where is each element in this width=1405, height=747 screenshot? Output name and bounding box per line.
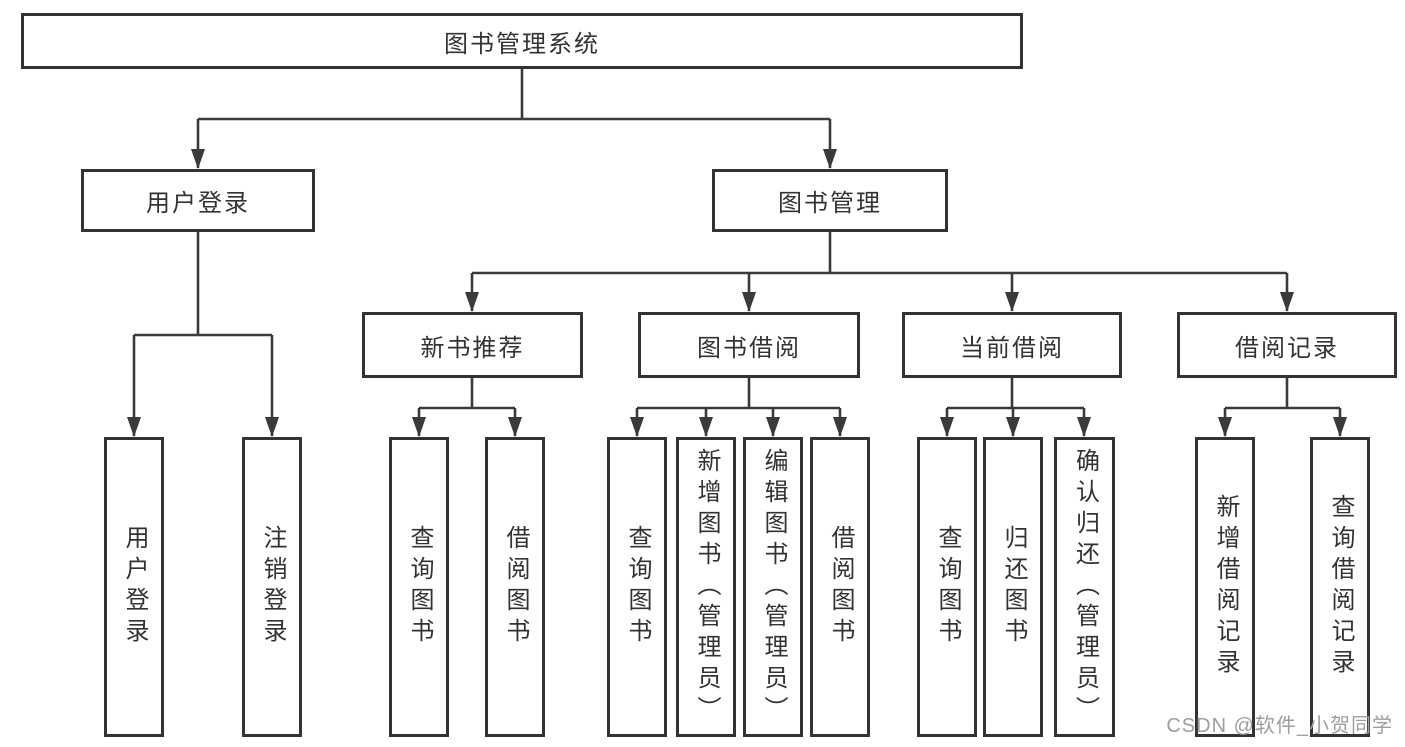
leaf-logout: 注销登录	[242, 437, 302, 737]
leaf-query-books-recommend: 查询图书	[389, 437, 449, 737]
leaf-edit-books-admin: 编辑图书（管理员）	[743, 437, 803, 737]
leaf-query-borrow-record: 查询借阅记录	[1310, 437, 1370, 737]
leaf-borrow-books-recommend: 借阅图书	[485, 437, 545, 737]
node-book-borrowing: 图书借阅	[638, 312, 860, 378]
leaf-add-books-admin: 新增图书（管理员）	[676, 437, 736, 737]
csdn-watermark: CSDN @软件_小贺同学	[1166, 715, 1393, 737]
leaf-confirm-return-admin: 确认归还（管理员）	[1054, 437, 1115, 737]
leaf-add-borrow-record: 新增借阅记录	[1195, 437, 1255, 737]
leaf-query-books-borrowing: 查询图书	[607, 437, 667, 737]
leaf-user-login: 用户登录	[104, 437, 164, 737]
node-new-book-recommend: 新书推荐	[362, 312, 583, 378]
node-root-library-management-system: 图书管理系统	[21, 13, 1023, 69]
leaf-query-books-current: 查询图书	[917, 437, 977, 737]
leaf-return-books: 归还图书	[983, 437, 1043, 737]
node-user-login: 用户登录	[81, 169, 315, 232]
node-borrow-records: 借阅记录	[1177, 312, 1397, 378]
node-book-management: 图书管理	[712, 169, 948, 232]
node-current-borrowing: 当前借阅	[902, 312, 1122, 378]
leaf-borrow-books-borrowing: 借阅图书	[810, 437, 870, 737]
